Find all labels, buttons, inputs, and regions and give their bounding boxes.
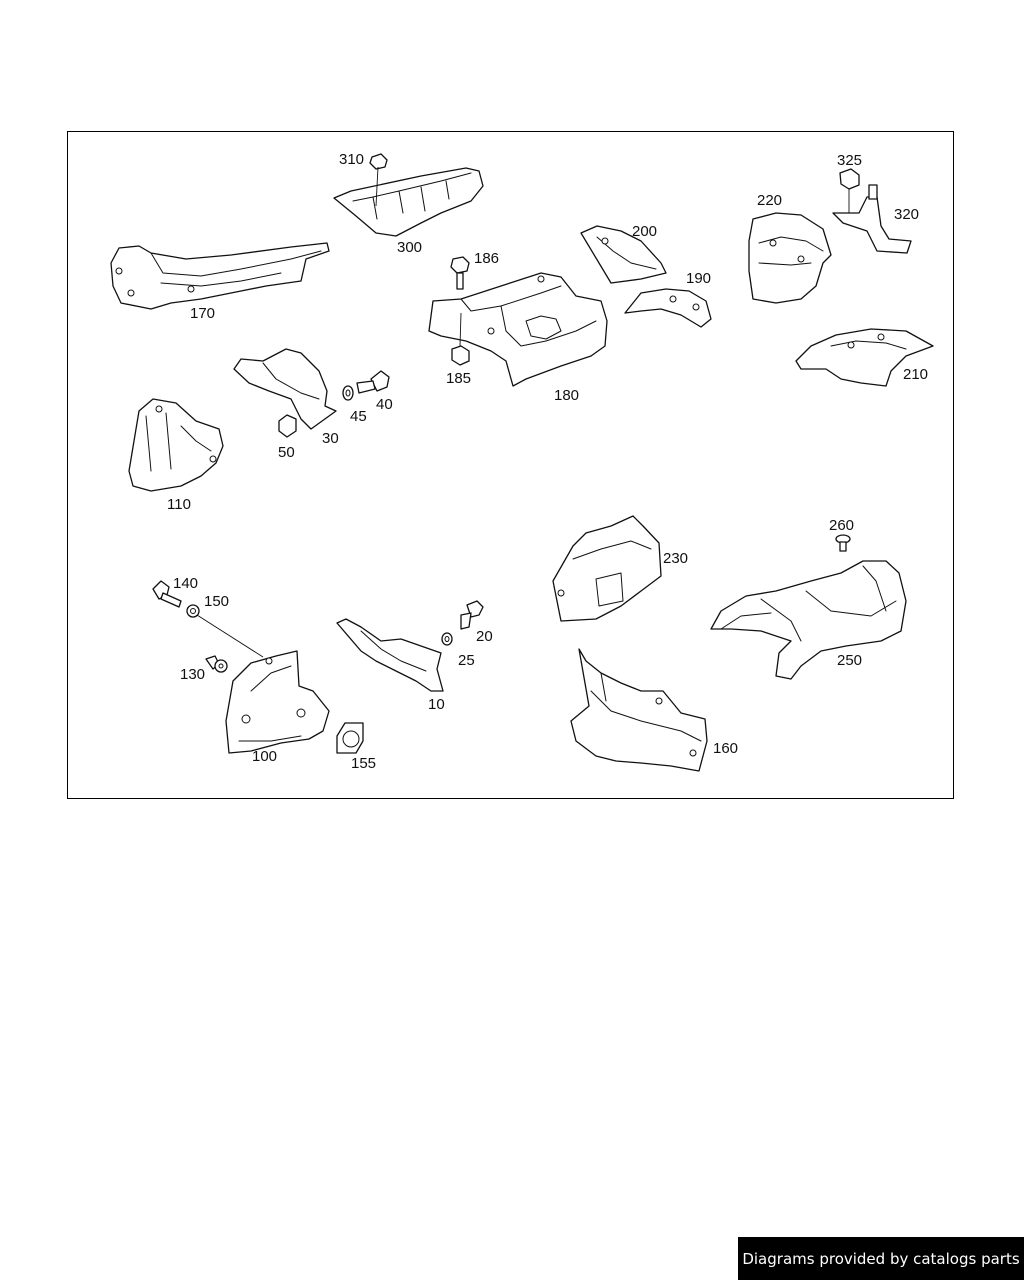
callout-20: 20 (476, 628, 493, 645)
callout-150: 150 (204, 593, 229, 610)
callout-140: 140 (173, 575, 198, 592)
part-320-bracket (832, 184, 912, 254)
callout-40: 40 (376, 396, 393, 413)
callout-185: 185 (446, 370, 471, 387)
part-230-heat-shield (552, 515, 662, 622)
part-100-heat-shield (225, 650, 330, 754)
callout-45: 45 (350, 408, 367, 425)
callout-300: 300 (397, 239, 422, 256)
callout-10: 10 (428, 696, 445, 713)
callout-155: 155 (351, 755, 376, 772)
callout-190: 190 (686, 270, 711, 287)
part-10-heat-shield (336, 618, 444, 692)
part-110-heat-shield (128, 398, 224, 492)
callout-110: 110 (167, 496, 191, 513)
callout-100: 100 (252, 748, 277, 765)
parts-diagram: 310 300 170 186 200 220 325 320 190 185 … (110, 151, 934, 772)
part-40-bolt (356, 370, 390, 394)
callout-25: 25 (458, 652, 475, 669)
callout-210: 210 (903, 366, 928, 383)
callout-320: 320 (894, 206, 919, 223)
callout-250: 250 (837, 652, 862, 669)
part-260-clip (835, 534, 851, 552)
part-210-heat-shield (795, 328, 934, 387)
watermark-banner: Diagrams provided by catalogs parts (738, 1237, 1024, 1280)
callout-325: 325 (837, 152, 862, 169)
part-185-nut (451, 312, 470, 366)
part-200-heat-shield (580, 225, 667, 284)
part-140-bolt (152, 580, 182, 608)
part-220-heat-shield (748, 212, 832, 304)
part-150-washer (186, 604, 264, 658)
part-325-nut (839, 168, 860, 215)
part-186-bolt (450, 256, 470, 290)
part-180-heat-shield (428, 272, 608, 387)
callout-160: 160 (713, 740, 738, 757)
callout-50: 50 (278, 444, 295, 461)
callout-310: 310 (339, 151, 364, 168)
callout-260: 260 (829, 517, 854, 534)
part-155-grommet (336, 722, 364, 754)
part-300-heat-shield (333, 167, 484, 237)
part-25-washer (441, 632, 453, 646)
part-45-washer (342, 385, 354, 401)
part-130-bolt (205, 655, 228, 673)
part-50-nut (278, 414, 297, 438)
part-310-nut (369, 153, 388, 207)
callout-180: 180 (554, 387, 579, 404)
callout-30: 30 (322, 430, 339, 447)
callout-220: 220 (757, 192, 782, 209)
callout-200: 200 (632, 223, 657, 240)
part-170-heat-shield (110, 242, 330, 310)
part-160-heat-shield (570, 648, 708, 772)
callout-230: 230 (663, 550, 688, 567)
part-20-bolt (460, 600, 484, 630)
callout-130: 130 (180, 666, 205, 683)
callout-170: 170 (190, 305, 215, 322)
part-250-heat-shield (710, 560, 907, 680)
callout-186: 186 (474, 250, 499, 267)
part-30-heat-shield (233, 348, 337, 430)
parts-diagram-frame: 310 300 170 186 200 220 325 320 190 185 … (67, 131, 954, 799)
part-190-heat-shield (624, 288, 712, 328)
